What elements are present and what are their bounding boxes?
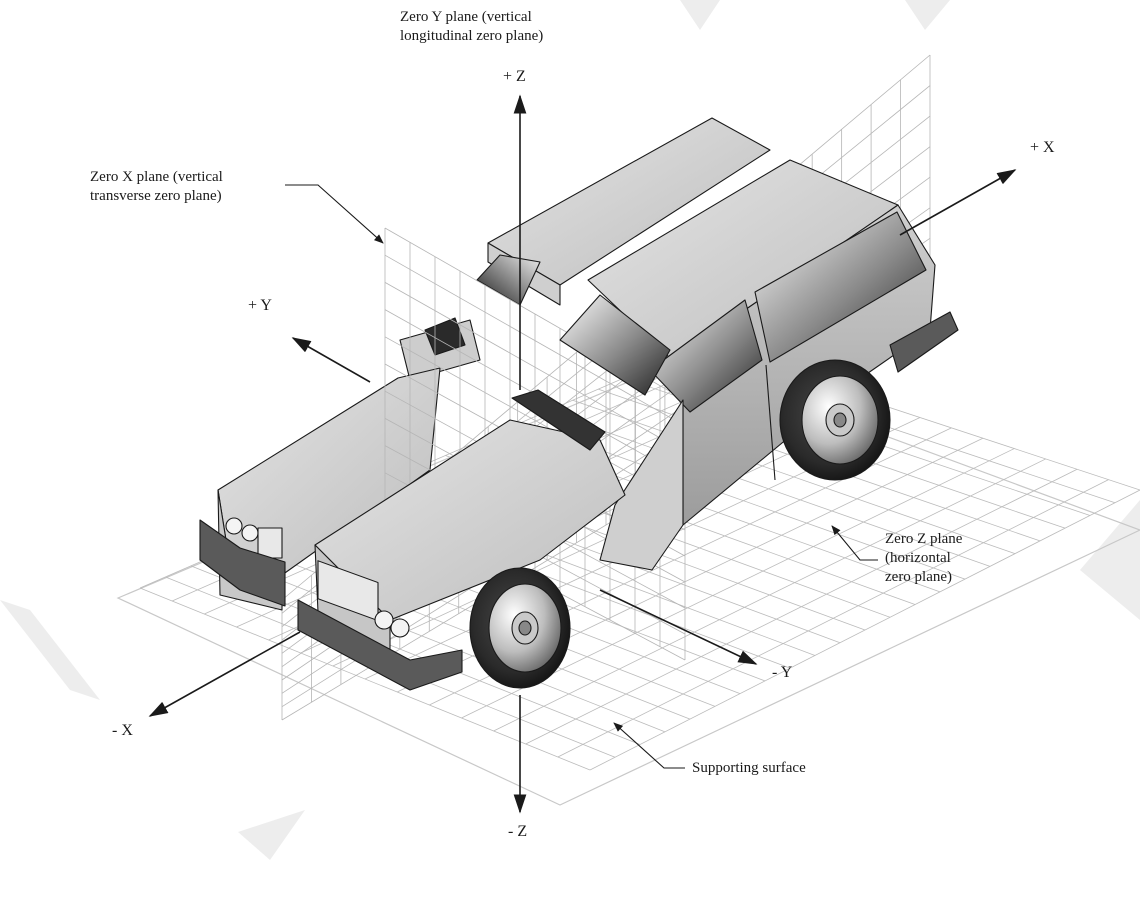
pos-y-label: + Y — [248, 297, 272, 314]
zero-x-plane-leader — [285, 184, 384, 244]
pos-z-label: + Z — [503, 68, 526, 85]
neg-x-label: - X — [112, 722, 133, 739]
y-axis-positive — [291, 337, 371, 383]
car-main-body — [297, 159, 959, 691]
zero-z-grid-line — [557, 479, 1109, 758]
zero-z-grid-line — [493, 458, 1046, 732]
neg-z-label: - Z — [508, 823, 528, 840]
front-wheel — [469, 567, 571, 689]
watermark-shapes — [0, 0, 1140, 860]
supporting-surface-label: Supporting surface — [692, 760, 806, 776]
zero-z-plane-label: Zero Z plane (horizontal zero plane) — [885, 531, 963, 585]
pos-x-label: + X — [1030, 139, 1055, 156]
leader-lines — [285, 184, 878, 769]
zero-z-grid-line — [589, 489, 1140, 771]
zero-z-plane-leader — [831, 525, 878, 561]
zero-x-plane-label: Zero X plane (vertical transverse zero p… — [90, 169, 223, 204]
supporting-surface-leader — [613, 722, 685, 769]
neg-y-label: - Y — [772, 664, 793, 681]
zero-z-grid-line — [525, 468, 1078, 745]
x-axis-positive — [899, 169, 1017, 236]
axes — [148, 94, 1017, 814]
zero-y-plane-label: Zero Y plane (vertical longitudinal zero… — [400, 9, 544, 44]
y-axis-negative — [599, 589, 758, 665]
car-front-left-body — [199, 317, 466, 611]
rear-wheel — [779, 359, 891, 481]
x-axis-negative — [148, 631, 301, 717]
zero-x-grid-line — [384, 254, 686, 427]
zero-x-grid-line — [384, 282, 686, 453]
